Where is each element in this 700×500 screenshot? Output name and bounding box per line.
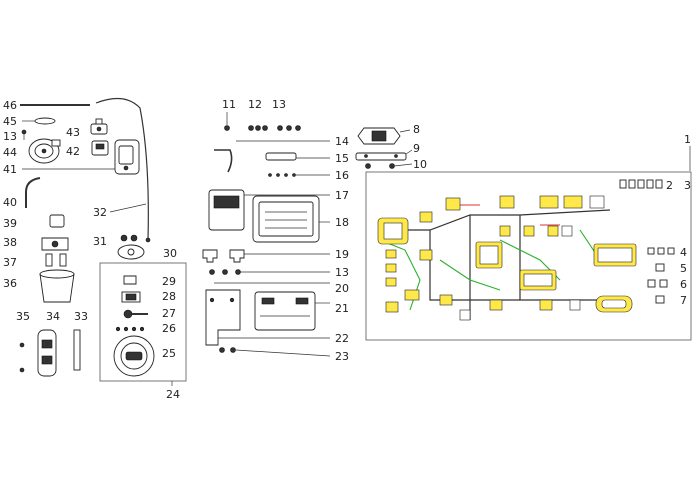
part-12-bolts	[248, 125, 268, 131]
part-29-clip	[123, 275, 137, 285]
part-40-pipe	[25, 177, 41, 208]
part-38-bracket	[41, 237, 69, 251]
part-9-plate	[355, 152, 407, 161]
part-7-relay	[655, 295, 665, 304]
callout-11: 11	[222, 98, 236, 111]
callout-29: 29	[162, 275, 176, 288]
part-42-relay	[91, 140, 109, 156]
callout-45: 45	[3, 115, 17, 128]
part-35-bolts	[19, 342, 25, 373]
callout-36: 36	[3, 277, 17, 290]
part-33-bracket	[73, 329, 81, 371]
callout-10: 10	[413, 158, 427, 171]
part-18-ecu	[252, 195, 320, 243]
callout-7: 7	[680, 294, 687, 307]
callout-9: 9	[413, 142, 420, 155]
part-22-tray	[205, 289, 241, 346]
callout-22: 22	[335, 332, 349, 345]
callout-43: 43	[66, 126, 80, 139]
part-10-nuts	[365, 163, 395, 169]
part-27-key	[123, 309, 148, 319]
callout-13-left: 13	[3, 130, 17, 143]
part-11-bolt	[224, 112, 230, 131]
part-36-housing	[39, 269, 75, 303]
part-39-cap	[49, 214, 65, 228]
callout-6: 6	[680, 278, 687, 291]
part-2-fuse-set	[619, 179, 663, 189]
callout-4: 4	[680, 246, 687, 259]
part-17-lid	[208, 189, 245, 231]
part-25-ignition	[113, 335, 155, 377]
callout-20: 20	[335, 282, 349, 295]
callout-34: 34	[46, 310, 60, 323]
part-32-cable	[95, 97, 151, 243]
callout-33: 33	[74, 310, 88, 323]
wiring-harness-frame	[365, 171, 692, 341]
callout-26: 26	[162, 322, 176, 335]
callout-19: 19	[335, 248, 349, 261]
callout-39: 39	[3, 217, 17, 230]
callout-13-mid: 13	[335, 266, 349, 279]
callout-21: 21	[335, 302, 349, 315]
part-16-rivets	[268, 173, 296, 177]
part-21-battery	[254, 291, 316, 331]
callout-27: 27	[162, 307, 176, 320]
callout-17: 17	[335, 189, 349, 202]
callout-3: 3	[684, 179, 691, 192]
callout-28: 28	[162, 290, 176, 303]
harness-connectors	[377, 195, 637, 321]
callout-30: 30	[163, 247, 177, 260]
callout-38: 38	[3, 236, 17, 249]
part-31-washers	[120, 234, 138, 242]
callout-2: 2	[666, 179, 673, 192]
part-13-nuts-mid	[209, 269, 241, 275]
callout-31: 31	[93, 235, 107, 248]
assembly-24-frame	[99, 262, 187, 382]
callout-32: 32	[93, 206, 107, 219]
part-37-pins	[45, 253, 67, 267]
callout-35: 35	[16, 310, 30, 323]
callout-14: 14	[335, 135, 349, 148]
part-8-regulator	[357, 127, 401, 145]
callout-25: 25	[162, 347, 176, 360]
callout-15: 15	[335, 152, 349, 165]
part-14-wire	[214, 149, 233, 173]
part-43-sensor	[90, 118, 108, 135]
part-23-nuts	[219, 347, 236, 353]
part-26-screws	[115, 326, 145, 332]
callout-40: 40	[3, 196, 17, 209]
callout-24: 24	[166, 388, 180, 401]
part-34-switch	[37, 329, 57, 377]
callout-41: 41	[3, 163, 17, 176]
callout-12: 12	[248, 98, 262, 111]
callout-5: 5	[680, 262, 687, 275]
part-4-relays	[647, 247, 675, 255]
callout-13-top: 13	[272, 98, 286, 111]
part-30-gasket	[117, 244, 145, 260]
part-28-connector	[121, 291, 141, 303]
part-44-horn	[28, 138, 61, 164]
callout-42: 42	[66, 145, 80, 158]
callout-44: 44	[3, 146, 17, 159]
callout-16: 16	[335, 169, 349, 182]
part-6-relays	[647, 279, 668, 288]
part-15-fuse	[265, 152, 297, 161]
callout-23: 23	[335, 350, 349, 363]
callout-46: 46	[3, 99, 17, 112]
callout-8: 8	[413, 123, 420, 136]
part-19-brackets	[202, 249, 245, 263]
part-41-module	[114, 139, 140, 175]
callout-18: 18	[335, 216, 349, 229]
part-13-nuts	[277, 125, 301, 131]
callout-1: 1	[684, 133, 691, 146]
part-13-bolt	[21, 129, 27, 140]
part-45-clip	[22, 117, 56, 125]
part-5-relay	[655, 263, 665, 272]
callout-37: 37	[3, 256, 17, 269]
